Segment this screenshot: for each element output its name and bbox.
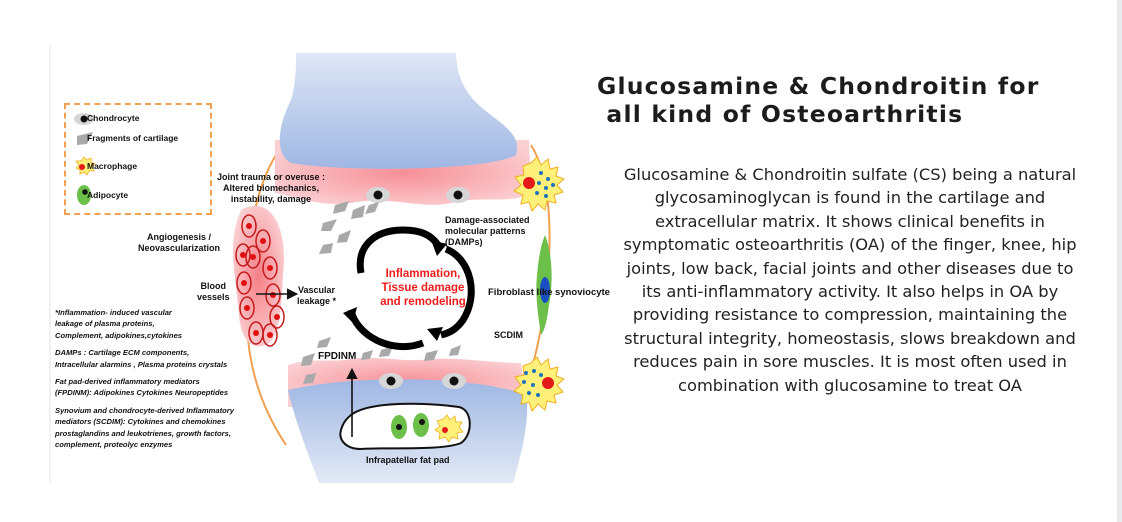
legend-item: Fragments of cartilage — [87, 133, 179, 143]
legend-box — [64, 103, 212, 215]
inflammation-center-label: Inflammation, Tissue damage and remodeli… — [380, 268, 466, 308]
adipocyte-icon — [391, 413, 429, 439]
blood-vessels-label: Blood vessels — [197, 281, 230, 302]
top-bone — [279, 53, 518, 169]
joint-trauma-label: Joint trauma or overuse : Altered biomec… — [217, 172, 326, 204]
fat-pad-label: Infrapatellar fat pad — [366, 455, 450, 465]
note-vascular-leakage: *Inflammation- induced vascular leakage … — [55, 308, 183, 340]
fpdinm-label: FPDINM — [318, 351, 357, 362]
article-body: Glucosamine & Chondroitin sulfate (CS) b… — [623, 165, 1077, 395]
article-title-line-1: Glucosamine & Chondroitin for — [597, 72, 1040, 100]
diagram-notes: *Inflammation- induced vascular leakage … — [55, 307, 295, 456]
scdim-label: SCDIM — [494, 330, 523, 340]
legend-item: Chondrocyte — [87, 113, 140, 123]
macrophage-icon — [434, 414, 464, 443]
macrophage-icon — [513, 156, 565, 412]
note-damps: DAMPs : Cartilage ECM components, Intrac… — [55, 348, 228, 369]
damps-label: Damage-associated molecular patterns (DA… — [445, 215, 530, 247]
note-scdim: Synovium and chondrocyte-derived Inflamm… — [55, 405, 234, 450]
angiogenesis-label: Angiogenesis / Neovascularization — [138, 232, 221, 253]
cartilage-fragment-icon — [301, 201, 461, 384]
legend-item: Macrophage — [87, 161, 138, 171]
joint-illustration — [74, 53, 565, 483]
legend-icons — [74, 113, 96, 205]
note-fpdinm: Fat pad-derived inflammatory mediators (… — [55, 377, 229, 398]
article-title-line-2: all kind of Osteoarthritis — [597, 100, 964, 128]
blood-vessels-icon — [232, 205, 285, 347]
vascular-leakage-label: Vascular leakage * — [297, 285, 337, 306]
article-title: Glucosamine & Chondroitin for all kind o… — [597, 72, 1077, 128]
chondrocyte-icon — [366, 187, 470, 389]
fibroblast-label: Fibroblast like synoviocyte — [488, 287, 610, 298]
legend-item: Adipocyte — [87, 190, 129, 200]
osteoarthritis-diagram: Chondrocyte Fragments of cartilage Macro… — [49, 45, 618, 483]
page-scrollbar[interactable] — [1117, 0, 1122, 522]
